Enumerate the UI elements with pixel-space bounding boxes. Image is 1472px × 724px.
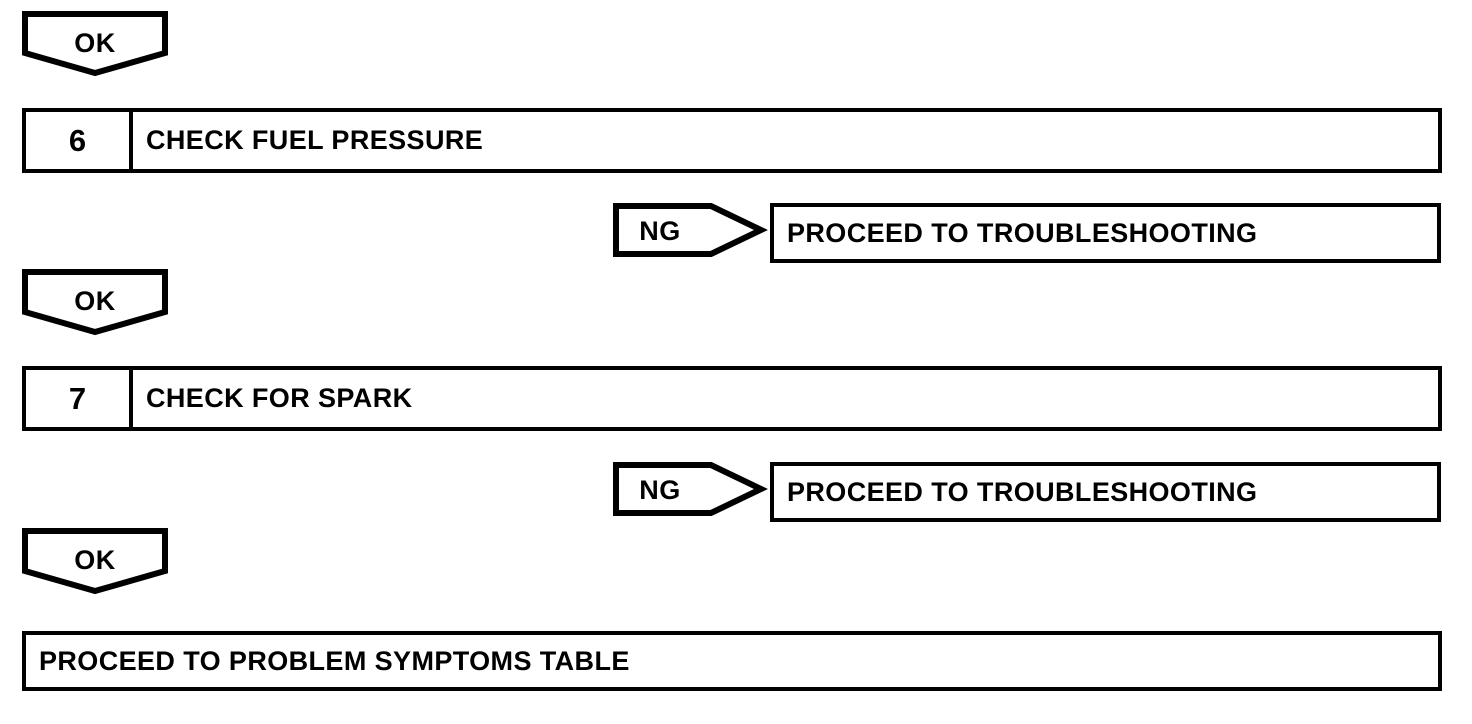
ng-connector-2: NG bbox=[613, 462, 768, 516]
step-box-7[interactable]: 7 CHECK FOR SPARK bbox=[22, 366, 1442, 431]
ok-connector-3-label: OK bbox=[74, 545, 116, 575]
result-box-symptoms-table[interactable]: PROCEED TO PROBLEM SYMPTOMS TABLE bbox=[22, 631, 1442, 691]
ok-pentagon-icon: OK bbox=[22, 528, 168, 595]
ok-pentagon-icon: OK bbox=[22, 11, 168, 77]
ng-connector-1-label: NG bbox=[639, 216, 681, 246]
ok-connector-2-label: OK bbox=[74, 286, 116, 316]
step-box-6[interactable]: 6 CHECK FUEL PRESSURE bbox=[22, 108, 1442, 173]
ng-connector-1: NG bbox=[613, 203, 768, 257]
step-7-title: CHECK FOR SPARK bbox=[146, 383, 413, 413]
ng-connector-2-label: NG bbox=[639, 475, 681, 505]
ng-pentagon-icon: NG bbox=[613, 462, 768, 516]
ok-connector-2: OK bbox=[22, 269, 168, 336]
ok-connector-3: OK bbox=[22, 528, 168, 595]
ng-pentagon-icon: NG bbox=[613, 203, 768, 257]
result-box-troubleshooting-1[interactable]: PROCEED TO TROUBLESHOOTING bbox=[770, 203, 1441, 263]
ok-pentagon-icon: OK bbox=[22, 269, 168, 336]
step-6-title: CHECK FUEL PRESSURE bbox=[146, 125, 484, 155]
step-7-number: 7 bbox=[26, 370, 133, 427]
ok-connector-1: OK bbox=[22, 11, 168, 77]
ok-connector-1-label: OK bbox=[74, 28, 116, 58]
step-6-number: 6 bbox=[26, 112, 133, 169]
result-box-troubleshooting-2[interactable]: PROCEED TO TROUBLESHOOTING bbox=[770, 462, 1441, 522]
